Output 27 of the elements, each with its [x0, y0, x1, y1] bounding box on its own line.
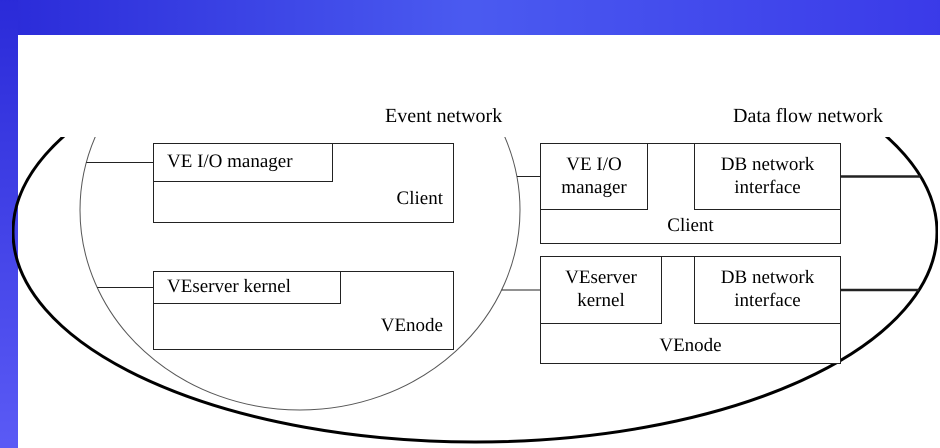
component-box: [153, 271, 454, 350]
component-box: [540, 143, 841, 244]
connector-line: [96, 287, 154, 288]
component-label: VEnode: [380, 314, 443, 336]
component-label: VEserver kernel: [167, 275, 291, 300]
component-label: DB network interface: [720, 267, 816, 313]
component-label: VE I/O manager: [167, 150, 293, 174]
connector-line: [841, 175, 921, 178]
component-box: [694, 256, 841, 324]
component-label: VEnode: [659, 334, 722, 356]
component-box: [153, 143, 333, 182]
connector-line: [86, 162, 154, 163]
network-label: Event network: [385, 105, 502, 127]
component-box: [540, 256, 662, 324]
connector-line: [841, 288, 920, 292]
component-box: [153, 143, 454, 223]
component-box: [153, 271, 341, 304]
component-label: VE I/O manager: [560, 154, 628, 200]
connector-line: [516, 176, 540, 177]
component-label: Client: [667, 214, 714, 236]
component-label: DB network interface: [720, 154, 816, 200]
component-label: Client: [396, 188, 443, 208]
component-box: [540, 256, 841, 364]
component-box: [694, 143, 841, 210]
component-label: VEserver kernel: [564, 267, 638, 313]
network-label: Data flow network: [733, 105, 883, 127]
component-box: [540, 143, 648, 210]
